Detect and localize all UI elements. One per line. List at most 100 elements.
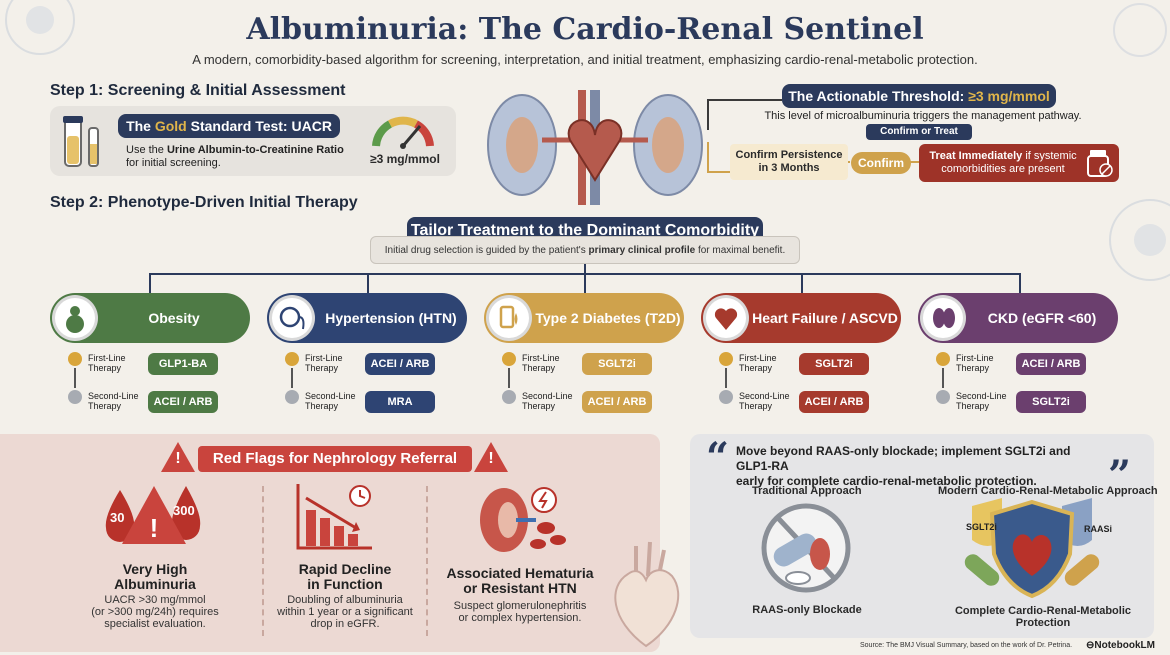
second-line-text2: Therapy	[88, 401, 122, 411]
red-flag-2-desc: Doubling of albuminuria within 1 year or…	[250, 594, 440, 630]
raas-only-label: RAAS-only Blockade	[752, 604, 862, 616]
second-line-text2: Therapy	[956, 401, 990, 411]
first-line-text2: Therapy	[739, 363, 773, 373]
red-flag-3-desc-line2: or complex hypertension.	[458, 612, 582, 624]
first-line-drug: ACEI / ARB	[1016, 353, 1086, 375]
drop-value-right: 300	[173, 503, 195, 518]
kidneys-heart-illustration	[487, 90, 703, 205]
category-icon-0	[52, 295, 98, 341]
treat-bold: Treat Immediately	[929, 150, 1023, 162]
test-title-gold: Gold	[154, 118, 187, 134]
category-label: CKD (eGFR <60)	[987, 310, 1097, 326]
drop-value-left: 30	[110, 510, 125, 525]
category-icon-3	[703, 295, 749, 341]
second-line-text1: Second-Line	[88, 391, 139, 401]
confirm-button: Confirm	[851, 152, 911, 174]
silver-medal-icon	[719, 390, 733, 404]
second-line-text2: Therapy	[739, 401, 773, 411]
warning-icon-right	[474, 442, 508, 472]
notebooklm-brand-text: NotebookLM	[1094, 640, 1155, 651]
warning-icon-left	[161, 442, 195, 472]
complete-protection-label: Complete Cardio-Renal-Metabolic Protecti…	[940, 605, 1146, 629]
medal-connector	[725, 368, 727, 388]
gold-medal-icon	[719, 352, 733, 366]
medication-bottle-icon	[1087, 150, 1113, 177]
divider-2	[426, 486, 428, 636]
red-flag-3-title: Associated Hematuria or Resistant HTN	[430, 566, 610, 596]
declining-chart-icon	[296, 484, 372, 550]
first-line-text2: Therapy	[956, 363, 990, 373]
tailor-desc-bold: primary clinical profile	[588, 245, 696, 256]
persistence-line2: in 3 Months	[758, 162, 820, 174]
page-title: Albuminuria: The Cardio-Renal Sentinel	[246, 12, 924, 47]
test-title-prefix: The	[126, 118, 155, 134]
category-icon-2	[486, 295, 532, 341]
heart-sketch-illustration	[614, 541, 680, 648]
silver-medal-icon	[936, 390, 950, 404]
medal-connector	[942, 368, 944, 388]
gold-medal-icon	[68, 352, 82, 366]
traditional-approach-label: Traditional Approach	[752, 485, 862, 497]
red-flag-2-title-line1: Rapid Decline	[298, 561, 392, 577]
second-line-drug: ACEI / ARB	[582, 391, 652, 413]
persistence-line1: Confirm Persistence	[735, 149, 843, 161]
red-flag-2-desc-line3: drop in eGFR.	[310, 618, 380, 630]
first-line-text2: Therapy	[305, 363, 339, 373]
quote-line1: Move beyond RAAS-only blockade; implemen…	[736, 444, 1071, 473]
category-label: Obesity	[148, 310, 200, 326]
second-line-drug: MRA	[365, 391, 435, 413]
second-line-text2: Therapy	[522, 401, 556, 411]
gold-standard-test-label: The Gold Standard Test: UACR	[118, 114, 340, 138]
kidney-blood-cells-icon	[480, 487, 566, 552]
first-line-text1: First-Line	[739, 353, 777, 363]
second-line-text1: Second-Line	[956, 391, 1007, 401]
threshold-title-gold: ≥3 mg/mmol	[968, 88, 1050, 104]
threshold-title: The Actionable Threshold: ≥3 mg/mmol	[782, 84, 1056, 108]
test-tube-icon	[63, 116, 99, 167]
open-quote-mark: “	[706, 434, 730, 481]
threshold-description: This level of microalbuminuria triggers …	[764, 110, 1082, 122]
test-desc-prefix: Use the	[126, 144, 167, 156]
red-flag-3-desc: Suspect glomerulonephritis or complex hy…	[430, 600, 610, 624]
second-line-text1: Second-Line	[522, 391, 573, 401]
source-text: Source: The BMJ Visual Summary, based on…	[860, 642, 1073, 649]
second-line-drug: SGLT2i	[1016, 391, 1086, 413]
gold-medal-icon	[285, 352, 299, 366]
medal-connector	[291, 368, 293, 388]
sglt2i-tag: SGLT2i	[966, 522, 997, 532]
close-quote-mark: ”	[1108, 452, 1132, 499]
category-pill-0: Obesity	[50, 293, 250, 343]
silver-medal-icon	[502, 390, 516, 404]
red-flag-3-desc-line1: Suspect glomerulonephritis	[453, 600, 587, 612]
category-pill-2: Type 2 Diabetes (T2D)	[484, 293, 684, 343]
second-line-text1: Second-Line	[739, 391, 790, 401]
first-line-text2: Therapy	[522, 363, 556, 373]
quote-text: Move beyond RAAS-only blockade; implemen…	[736, 444, 1106, 489]
tailor-treatment-title: Tailor Treatment to the Dominant Comorbi…	[407, 217, 763, 245]
second-line-text1: Second-Line	[305, 391, 356, 401]
first-line-text1: First-Line	[956, 353, 994, 363]
complete-protection-line1: Complete Cardio-Renal-Metabolic	[954, 605, 1132, 617]
medal-connector	[74, 368, 76, 388]
shield-heart-icon	[964, 498, 1100, 599]
red-flag-3-title-line2: or Resistant HTN	[463, 580, 577, 596]
test-desc-suffix: for initial screening.	[126, 157, 221, 169]
second-line-drug: ACEI / ARB	[148, 391, 218, 413]
first-line-drug: ACEI / ARB	[365, 353, 435, 375]
category-label: Hypertension (HTN)	[325, 310, 457, 326]
notebooklm-logo-icon: ⊖	[1086, 640, 1095, 651]
category-label: Heart Failure / ASCVD	[752, 310, 898, 326]
step1-heading: Step 1: Screening & Initial Assessment	[50, 82, 346, 99]
red-flag-1-desc-line1: UACR >30 mg/mmol	[104, 594, 206, 606]
first-line-text1: First-Line	[88, 353, 126, 363]
treat-immediately-box: Treat Immediately if systemic comorbidit…	[919, 144, 1119, 182]
category-pill-4: CKD (eGFR <60)	[918, 293, 1118, 343]
